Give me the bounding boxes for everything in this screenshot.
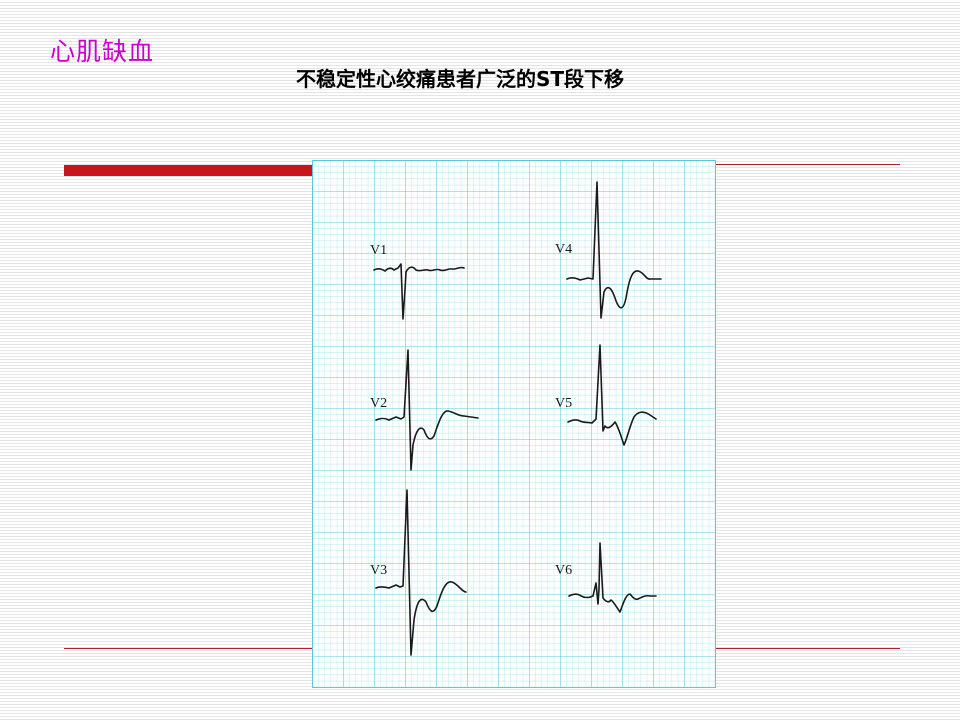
divider-bottom-right [712, 648, 900, 649]
lead-label-v5: V5 [555, 396, 572, 411]
lead-label-v1: V1 [370, 243, 387, 258]
ecg-trace-v2 [375, 349, 479, 471]
ecg-trace-v5 [567, 344, 657, 446]
lead-label-v2: V2 [370, 396, 387, 411]
slide-title: 心肌缺血 [50, 37, 155, 66]
ecg-figure: V1 V2 V3 V4 V5 V6 [312, 160, 716, 688]
lead-label-v6: V6 [555, 563, 572, 578]
lead-label-v3: V3 [370, 563, 387, 578]
lead-label-v4: V4 [555, 242, 572, 257]
accent-bar [64, 165, 314, 176]
ecg-trace-v3 [375, 489, 467, 656]
ecg-trace-v1 [373, 263, 465, 320]
ecg-trace-v4 [566, 181, 662, 319]
slide-subtitle: 不稳定性心绞痛患者广泛的ST段下移 [295, 67, 625, 91]
ecg-trace-v6 [568, 542, 657, 613]
divider-bottom-left [64, 648, 314, 649]
divider-top [712, 164, 900, 165]
ecg-grid: V1 V2 V3 V4 V5 V6 [312, 160, 716, 688]
